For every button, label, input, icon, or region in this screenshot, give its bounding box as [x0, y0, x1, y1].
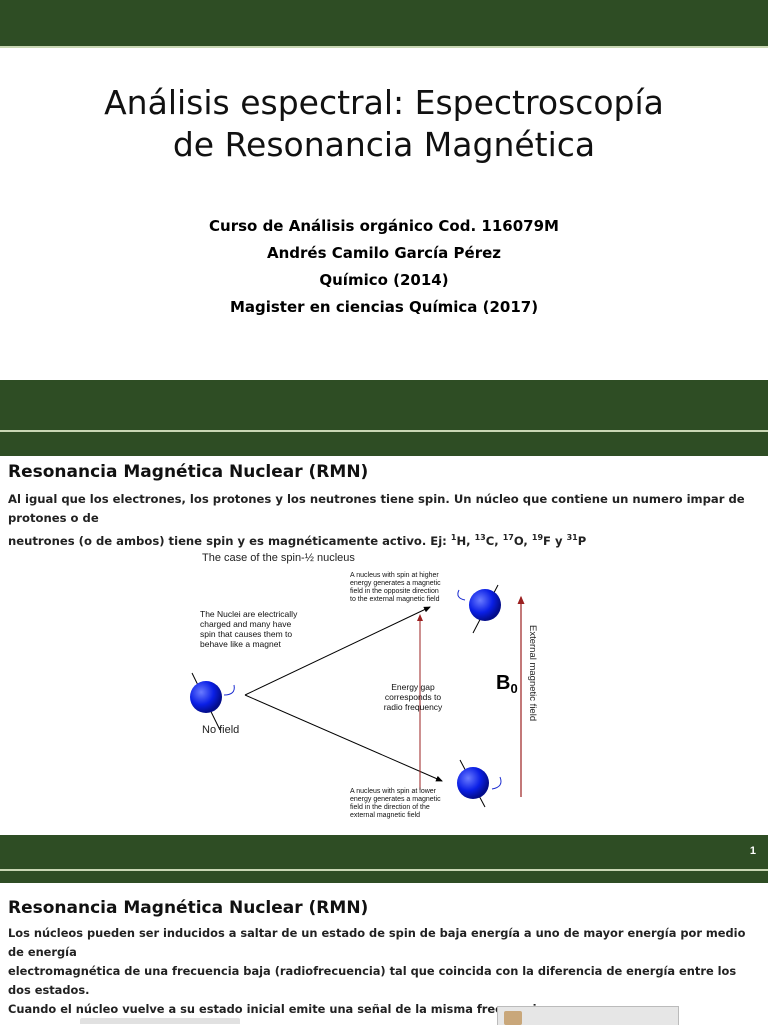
slide2-top-band [0, 380, 768, 430]
energy-gap-line: Energy gap [391, 682, 435, 692]
slide2-footer-band [0, 835, 768, 869]
lower-desc-line: external magnetic field [350, 812, 420, 819]
slide2-footer-divider [0, 869, 768, 871]
slide3-body-line: Cuando el núcleo vuelve a su estado inic… [8, 1002, 549, 1016]
b0-label: B0 [496, 672, 518, 696]
lower-desc-line: field in the direction of the [350, 804, 430, 811]
slide2-top-band-lower [0, 432, 768, 456]
slide2-heading: Resonancia Magnética Nuclear (RMN) [8, 462, 369, 482]
slide3-body: Los núcleos pueden ser inducidos a salta… [8, 924, 760, 1019]
branch-up-arrow [244, 606, 431, 696]
nucleus-sphere [469, 589, 501, 621]
isotope-mass: 17 [502, 533, 514, 542]
band-divider [0, 46, 768, 48]
subtitle-course: Curso de Análisis orgánico Cod. 116079M [209, 217, 559, 235]
nucleus-high-energy [457, 584, 501, 634]
nucleus-low-energy [457, 759, 502, 808]
branch-down-arrow [244, 694, 443, 782]
higher-desc-line: A nucleus with spin at higher [350, 572, 439, 579]
isotope-mass: 13 [474, 533, 486, 542]
isotope-mass: 19 [531, 533, 544, 542]
nuclei-desc-line: spin that causes them to [200, 629, 292, 639]
lower-desc-line: A nucleus with spin at lower [350, 788, 437, 795]
higher-desc-line: energy generates a magnetic [350, 580, 441, 587]
isotope-symbol: P [577, 533, 587, 548]
slide-title: Análisis espectral: Espectroscopía de Re… [0, 0, 768, 380]
nuclei-desc-line: behave like a magnet [200, 639, 281, 649]
partial-figure-title-shape [80, 1018, 240, 1024]
higher-desc-line: field in the opposite direction [350, 588, 439, 595]
slide3-body-line: Los núcleos pueden ser inducidos a salta… [8, 926, 746, 959]
slide-title-text: Análisis espectral: Espectroscopía de Re… [0, 82, 768, 166]
isotope-symbol: H, [456, 533, 475, 548]
spin-arrow [223, 684, 235, 696]
no-field-label: No field [202, 724, 239, 736]
higher-desc-line: to the external magnetic field [350, 596, 440, 603]
slide2-body-line1: Al igual que los electrones, los protone… [8, 492, 745, 525]
logo-emblem-icon [504, 1011, 522, 1025]
slide2-band-divider [0, 430, 768, 432]
isotope-symbol: O, [513, 533, 532, 548]
slide-subtitle: Curso de Análisis orgánico Cod. 116079M … [0, 213, 768, 321]
higher-energy-description: A nucleus with spin at higher energy gen… [350, 572, 441, 603]
isotope-symbol: C, [485, 533, 503, 548]
page-number: 1 [749, 845, 756, 857]
top-band [0, 0, 768, 46]
energy-gap-line: corresponds to [385, 692, 441, 702]
subtitle-degree: Químico (2014) [319, 271, 449, 289]
diagram-title: The case of the spin-½ nucleus [202, 552, 355, 564]
partial-image [497, 1006, 679, 1025]
spin-arrow [457, 589, 466, 601]
title-line-2: de Resonancia Magnética [172, 125, 596, 164]
isotope-list: 1H, 13C, 17O, 19F y 31P [450, 533, 587, 548]
spin-arrow [491, 776, 502, 790]
nucleus-sphere [457, 767, 489, 799]
slide3-heading: Resonancia Magnética Nuclear (RMN) [8, 898, 369, 918]
b0-letter: B [496, 672, 510, 694]
slide2-footer-band-lower [0, 871, 768, 883]
body-line2-prefix: neutrones (o de ambos) tiene spin y es m… [8, 533, 451, 548]
spin-diagram: The case of the spin-½ nucleus The Nucle… [190, 552, 538, 819]
nuclei-desc-line: The Nuclei are electrically [200, 609, 298, 619]
nuclei-desc-line: charged and many have [200, 619, 291, 629]
lower-desc-line: energy generates a magnetic [350, 796, 441, 803]
subtitle-author: Andrés Camilo García Pérez [267, 244, 501, 262]
nucleus-no-field [190, 672, 235, 731]
energy-gap-line: radio frequency [384, 702, 443, 712]
external-field-label: External magnetic field [527, 625, 538, 721]
lower-energy-description: A nucleus with spin at lower energy gene… [350, 788, 441, 819]
partial-figure-title [80, 1012, 270, 1024]
b0-subscript: 0 [510, 681, 517, 696]
subtitle-master: Magister en ciencias Química (2017) [229, 298, 539, 316]
slide3-body-line: electromagnética de una frecuencia baja … [8, 964, 737, 997]
isotope-mass: 1 [450, 533, 457, 542]
nucleus-sphere [190, 681, 222, 713]
isotope-mass: 31 [566, 533, 578, 542]
title-line-1: Análisis espectral: Espectroscopía [104, 83, 664, 122]
nuclei-description: The Nuclei are electrically charged and … [200, 609, 298, 649]
slide2-body: Al igual que los electrones, los protone… [8, 490, 760, 551]
energy-gap-label: Energy gap corresponds to radio frequenc… [384, 682, 443, 712]
isotope-symbol: F y [543, 533, 567, 548]
slide2-body-line2: neutrones (o de ambos) tiene spin y es m… [8, 528, 760, 551]
